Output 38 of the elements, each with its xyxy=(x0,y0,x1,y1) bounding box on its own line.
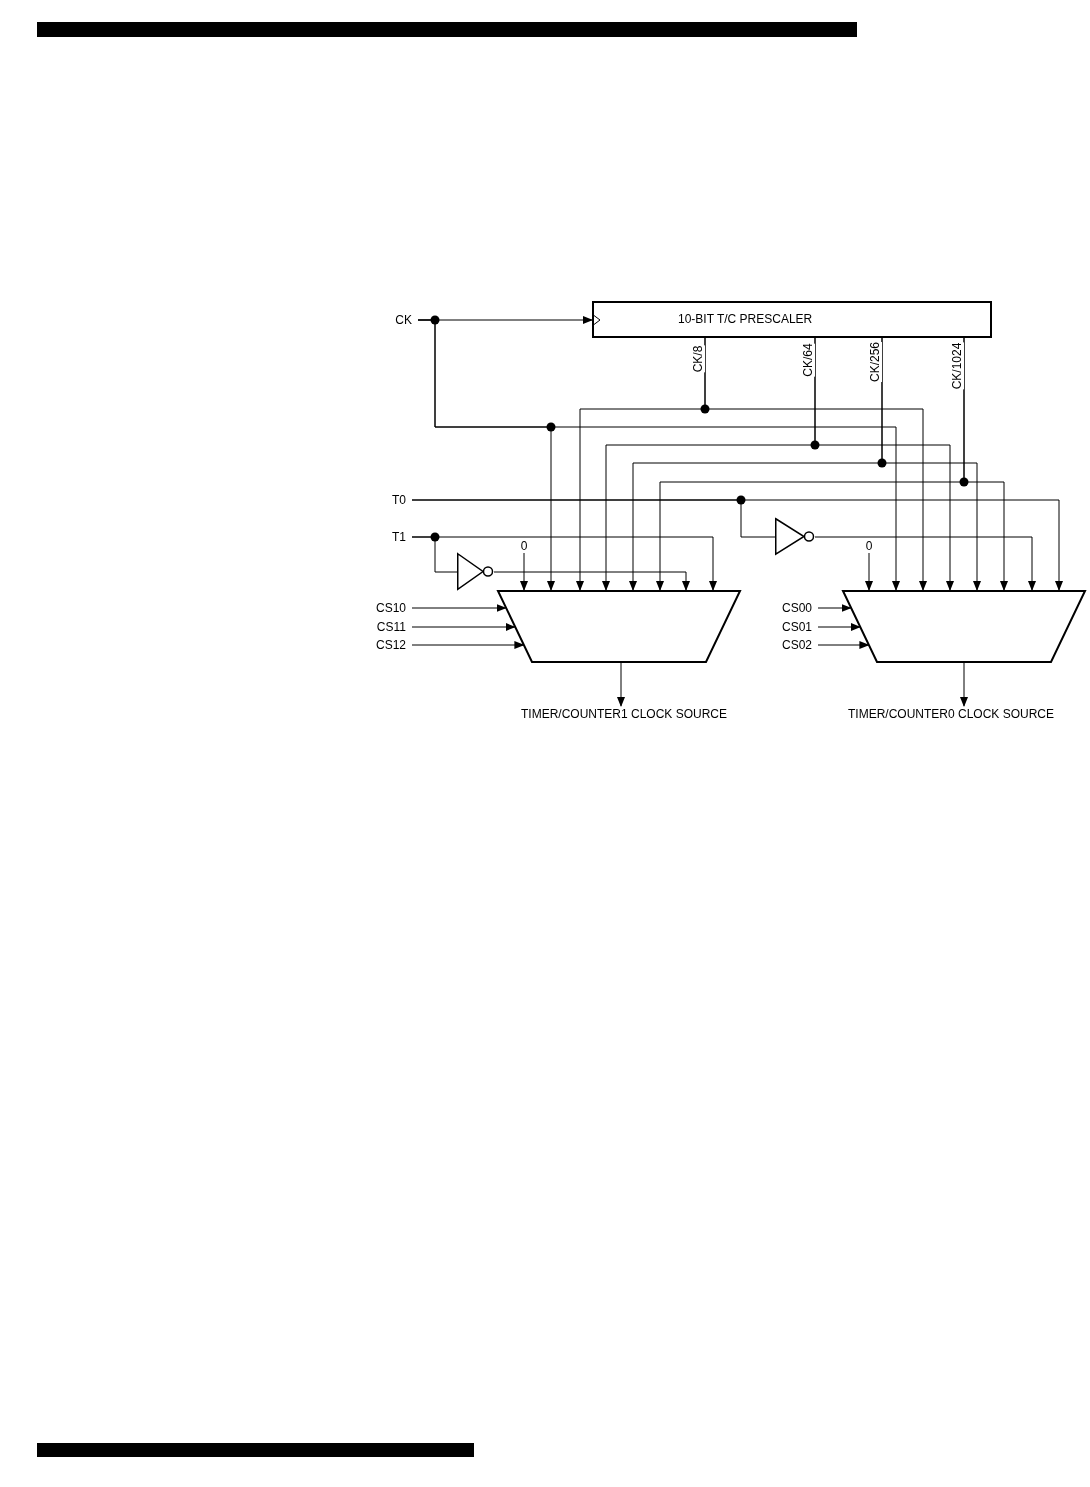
edge-label: CK/8 xyxy=(691,345,705,373)
block-title: 10-BIT T/C PRESCALER xyxy=(678,311,813,327)
signal-label: T0 xyxy=(392,492,406,508)
wire-arrow xyxy=(814,536,1036,591)
wire-arrow xyxy=(417,319,900,591)
edge-label: CK/1024 xyxy=(950,342,964,390)
wire-arrow xyxy=(493,571,690,591)
wire-arrow xyxy=(704,337,927,591)
wire-arrow xyxy=(817,641,870,649)
wire-arrow xyxy=(960,662,968,707)
signal-label: CS01 xyxy=(781,619,812,635)
edge-label: CK/256 xyxy=(868,342,882,382)
edge-label: CK/64 xyxy=(801,343,815,377)
wire-arrow xyxy=(520,552,528,591)
wire-arrow xyxy=(617,662,625,707)
signal-label: CS11 xyxy=(376,619,406,635)
wire-arrow xyxy=(865,552,873,591)
wire-arrow xyxy=(817,604,852,612)
wire-arrow xyxy=(411,641,525,649)
signal-label: CS00 xyxy=(781,600,812,616)
signal-label: T1 xyxy=(392,529,406,545)
wire-arrow xyxy=(881,337,981,591)
prescaler-block xyxy=(592,301,992,338)
wire xyxy=(411,536,458,573)
signal-label: 0 xyxy=(865,538,873,554)
signal-label: CS12 xyxy=(375,637,406,653)
wire-arrow xyxy=(817,623,861,631)
signal-label: 0 xyxy=(520,538,528,554)
signal-label: CK xyxy=(395,312,412,328)
signal-label: TIMER/COUNTER1 CLOCK SOURCE xyxy=(521,706,727,722)
wire-arrow xyxy=(963,337,1008,591)
wire-arrow xyxy=(411,604,507,612)
signal-label: CS10 xyxy=(375,600,406,616)
wire-arrow xyxy=(411,623,516,631)
signal-label: CS02 xyxy=(781,637,812,653)
wire xyxy=(411,499,776,538)
signal-label: TIMER/COUNTER0 CLOCK SOURCE xyxy=(848,706,1054,722)
wire-arrow xyxy=(814,337,954,591)
